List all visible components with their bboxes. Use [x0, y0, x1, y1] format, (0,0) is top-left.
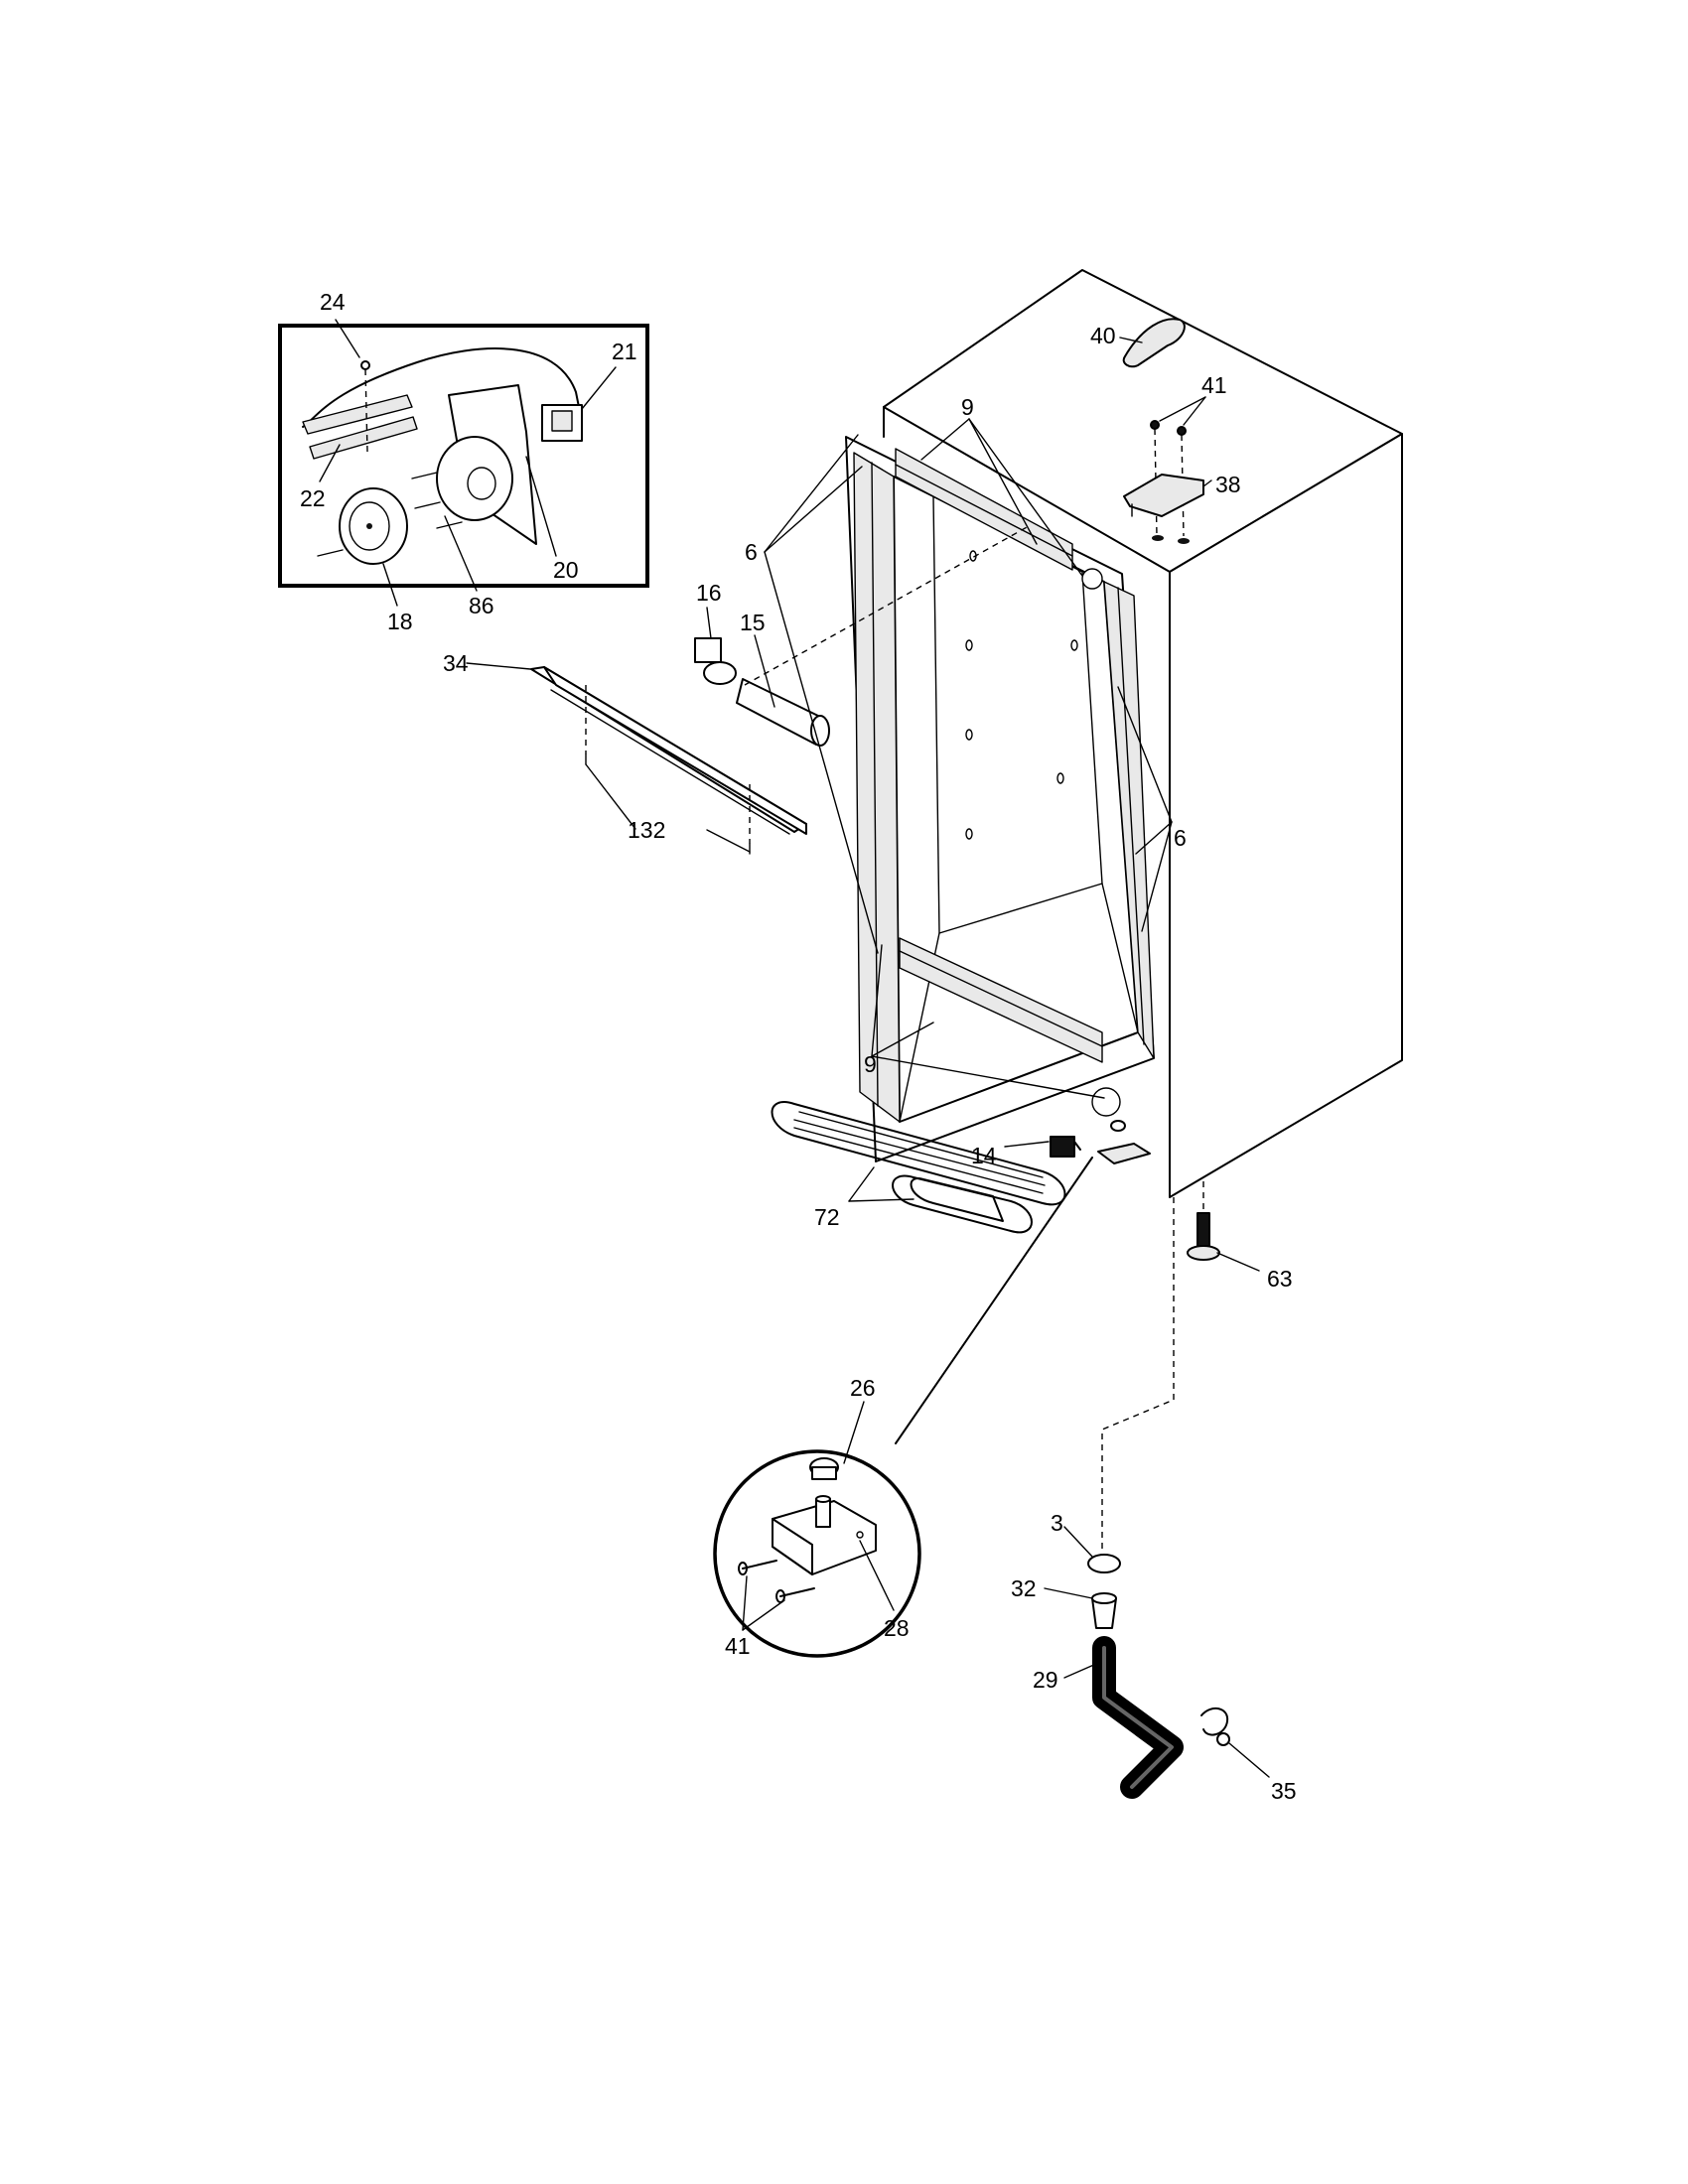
hinge-detail-circle: [713, 1157, 1093, 1658]
label-9-bottom: 9: [864, 1051, 877, 1077]
label-32: 32: [1011, 1575, 1037, 1601]
label-14: 14: [971, 1143, 997, 1168]
top-hinge: [1122, 318, 1204, 544]
label-9-top: 9: [961, 394, 974, 420]
label-34: 34: [443, 650, 469, 676]
label-6-left: 6: [745, 539, 758, 565]
grille-72b: [892, 1174, 1033, 1234]
label-63: 63: [1267, 1266, 1293, 1292]
label-15: 15: [740, 610, 766, 635]
grille-72a: [771, 1101, 1066, 1206]
lower-hinge-small: [1097, 1120, 1151, 1164]
label-72: 72: [814, 1204, 840, 1230]
label-6-right: 6: [1174, 825, 1187, 851]
switch-14: [1050, 1136, 1081, 1158]
label-16: 16: [696, 580, 722, 606]
bracket-34: [530, 666, 807, 855]
leader-lines: [319, 319, 1270, 1778]
drain-assembly: [1087, 1197, 1230, 1799]
label-3: 3: [1051, 1510, 1063, 1536]
label-38: 38: [1215, 472, 1241, 497]
thermostat: [694, 525, 1030, 747]
label-26: 26: [850, 1375, 876, 1401]
label-24: 24: [320, 289, 346, 315]
label-22: 22: [300, 485, 326, 511]
label-18: 18: [387, 609, 413, 634]
label-86: 86: [469, 593, 494, 618]
label-41-bottom: 41: [725, 1633, 751, 1659]
label-29: 29: [1033, 1667, 1058, 1693]
label-132: 132: [628, 817, 665, 843]
label-20: 20: [553, 557, 579, 583]
leveling-foot: [1187, 1181, 1220, 1261]
label-40: 40: [1090, 323, 1116, 348]
label-28: 28: [884, 1615, 910, 1641]
part-labels: 24 21 22 20 18 86 16 15 34 132 40 41 38 …: [300, 289, 1297, 1804]
label-35: 35: [1271, 1778, 1297, 1804]
label-41-top: 41: [1201, 372, 1227, 398]
heater-inset-box: [278, 324, 649, 588]
cabinet: [845, 269, 1403, 1198]
label-21: 21: [612, 339, 637, 364]
